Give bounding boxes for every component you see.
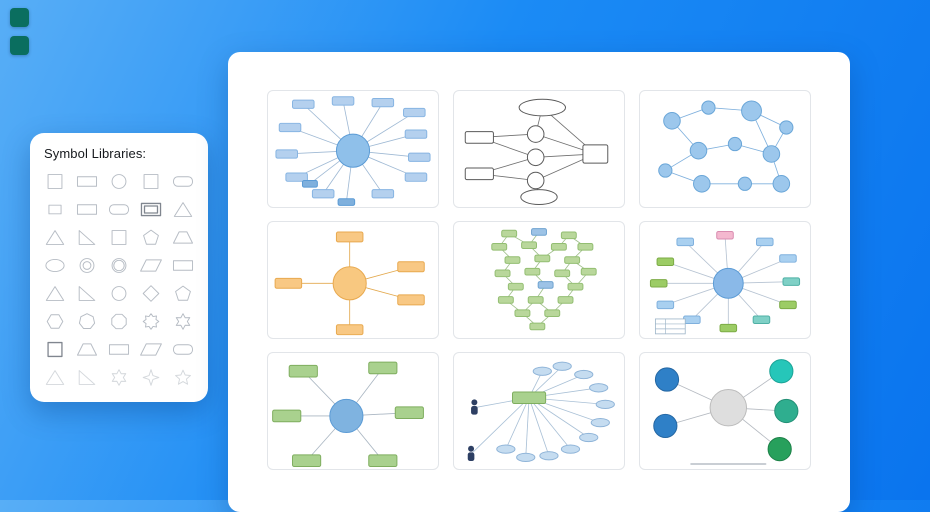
shape-trapezoid[interactable] — [170, 227, 196, 248]
shape-parallelogram[interactable] — [138, 255, 164, 276]
shape-right-triangle[interactable] — [74, 367, 100, 388]
app-shortcut-icon-1[interactable] — [10, 8, 29, 27]
symbol-library-title: Symbol Libraries: — [44, 146, 147, 161]
shape-pentagon[interactable] — [138, 227, 164, 248]
thumbnail-online-community-map[interactable] — [267, 221, 439, 339]
shape-circle[interactable] — [106, 171, 132, 192]
shape-rect[interactable] — [106, 227, 132, 248]
thumbnail-process-network[interactable] — [639, 90, 811, 208]
shape-heptagon[interactable] — [74, 311, 100, 332]
shape-hexagon[interactable] — [42, 311, 68, 332]
shape-rect-wide[interactable] — [170, 255, 196, 276]
shape-ring[interactable] — [106, 255, 132, 276]
shape-rect[interactable] — [42, 171, 68, 192]
shape-rect-wide[interactable] — [74, 199, 100, 220]
template-gallery — [228, 52, 850, 512]
template-grid — [267, 90, 850, 470]
shape-rounded-rect[interactable] — [170, 171, 196, 192]
shape-parallelogram[interactable] — [138, 339, 164, 360]
thumbnail-radial-mind-map[interactable] — [639, 221, 811, 339]
shape-triangle[interactable] — [170, 199, 196, 220]
shape-pentagon[interactable] — [170, 283, 196, 304]
shape-grid — [42, 171, 196, 388]
app-shortcut-icon-2[interactable] — [10, 36, 29, 55]
shape-frame-rect-selected[interactable] — [138, 199, 164, 220]
shape-star6[interactable] — [170, 311, 196, 332]
shape-rect-wide[interactable] — [74, 171, 100, 192]
shape-star5[interactable] — [170, 367, 196, 388]
shape-rounded-rect[interactable] — [170, 339, 196, 360]
thumbnail-dense-green-flowchart[interactable] — [453, 221, 625, 339]
shape-ellipse[interactable] — [42, 255, 68, 276]
shape-octagon[interactable] — [106, 311, 132, 332]
shape-star4[interactable] — [138, 367, 164, 388]
shape-rect[interactable] — [138, 171, 164, 192]
shape-rect-small[interactable] — [42, 199, 68, 220]
shape-triangle[interactable] — [42, 227, 68, 248]
thumbnail-bank-system-flow[interactable] — [639, 352, 811, 470]
shape-rounded-rect[interactable] — [106, 199, 132, 220]
thumbnail-data-flow-diagram[interactable] — [453, 90, 625, 208]
shape-circle[interactable] — [106, 283, 132, 304]
shape-right-triangle[interactable] — [74, 283, 100, 304]
shape-star8[interactable] — [138, 311, 164, 332]
shape-triangle[interactable] — [42, 283, 68, 304]
shape-rect-selected[interactable] — [42, 339, 68, 360]
thumbnail-company-extranet-map[interactable] — [267, 352, 439, 470]
shape-diamond[interactable] — [138, 283, 164, 304]
thumbnail-system-topic-map[interactable] — [267, 90, 439, 208]
thumbnail-use-case-fan[interactable] — [453, 352, 625, 470]
shape-right-triangle[interactable] — [74, 227, 100, 248]
shape-trapezoid[interactable] — [74, 339, 100, 360]
symbol-library-panel: Symbol Libraries: — [30, 133, 208, 402]
shape-double-circle[interactable] — [74, 255, 100, 276]
shape-rect-wide[interactable] — [106, 339, 132, 360]
shape-star6[interactable] — [106, 367, 132, 388]
shape-triangle[interactable] — [42, 367, 68, 388]
